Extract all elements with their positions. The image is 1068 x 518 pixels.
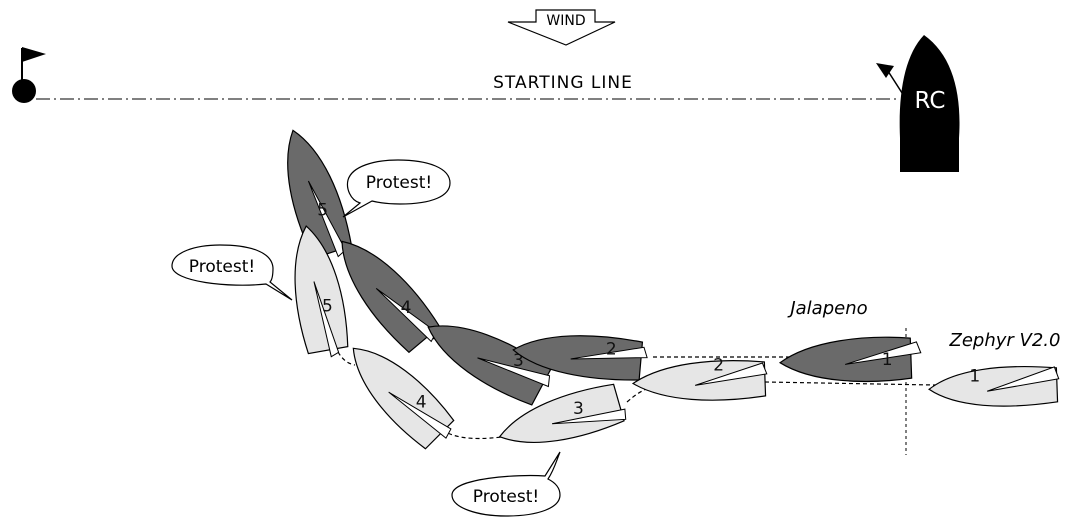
dark-boat: 3	[427, 325, 552, 406]
dark-position-label: 1	[882, 350, 893, 370]
dark-position-label: 2	[606, 339, 617, 359]
light-position-label: 2	[713, 356, 724, 376]
light-boat: 5	[294, 225, 349, 358]
dark-boat-name: Jalapeno	[787, 298, 867, 319]
protest-text: Protest!	[473, 487, 539, 507]
light-track	[337, 351, 356, 366]
dark-position-label: 5	[317, 200, 328, 220]
pin-end-flag	[12, 47, 46, 103]
dark-position-label: 3	[513, 351, 524, 371]
starting-line-label: STARTING LINE	[493, 73, 633, 93]
committee-boat-label: RC	[915, 88, 946, 114]
dark-boat: 5	[287, 129, 353, 259]
light-boat-name: Zephyr V2.0	[949, 330, 1061, 351]
light-position-label: 3	[573, 399, 584, 419]
protest-text: Protest!	[189, 257, 255, 277]
light-track	[441, 429, 511, 440]
dark-position-label: 4	[401, 298, 412, 318]
light-boat: 2	[631, 356, 768, 401]
light-track	[764, 381, 936, 386]
dark-boat: 1	[778, 336, 922, 383]
protest-callout: Protest!	[171, 244, 293, 301]
committee-boat: RC	[876, 35, 960, 172]
light-boat: 4	[352, 347, 455, 450]
light-position-label: 4	[416, 393, 427, 413]
protest-text: Protest!	[366, 173, 432, 193]
wind-label: WIND	[546, 13, 585, 29]
protest-callout: Protest!	[342, 159, 451, 218]
light-position-label: 5	[322, 297, 333, 317]
light-boat: 1	[928, 366, 1060, 407]
light-boat: 3	[498, 383, 627, 443]
wind-arrow: WIND	[507, 9, 616, 46]
dark-boat: 2	[512, 335, 648, 381]
protest-callout: Protest!	[451, 451, 561, 517]
light-position-label: 1	[969, 367, 980, 387]
